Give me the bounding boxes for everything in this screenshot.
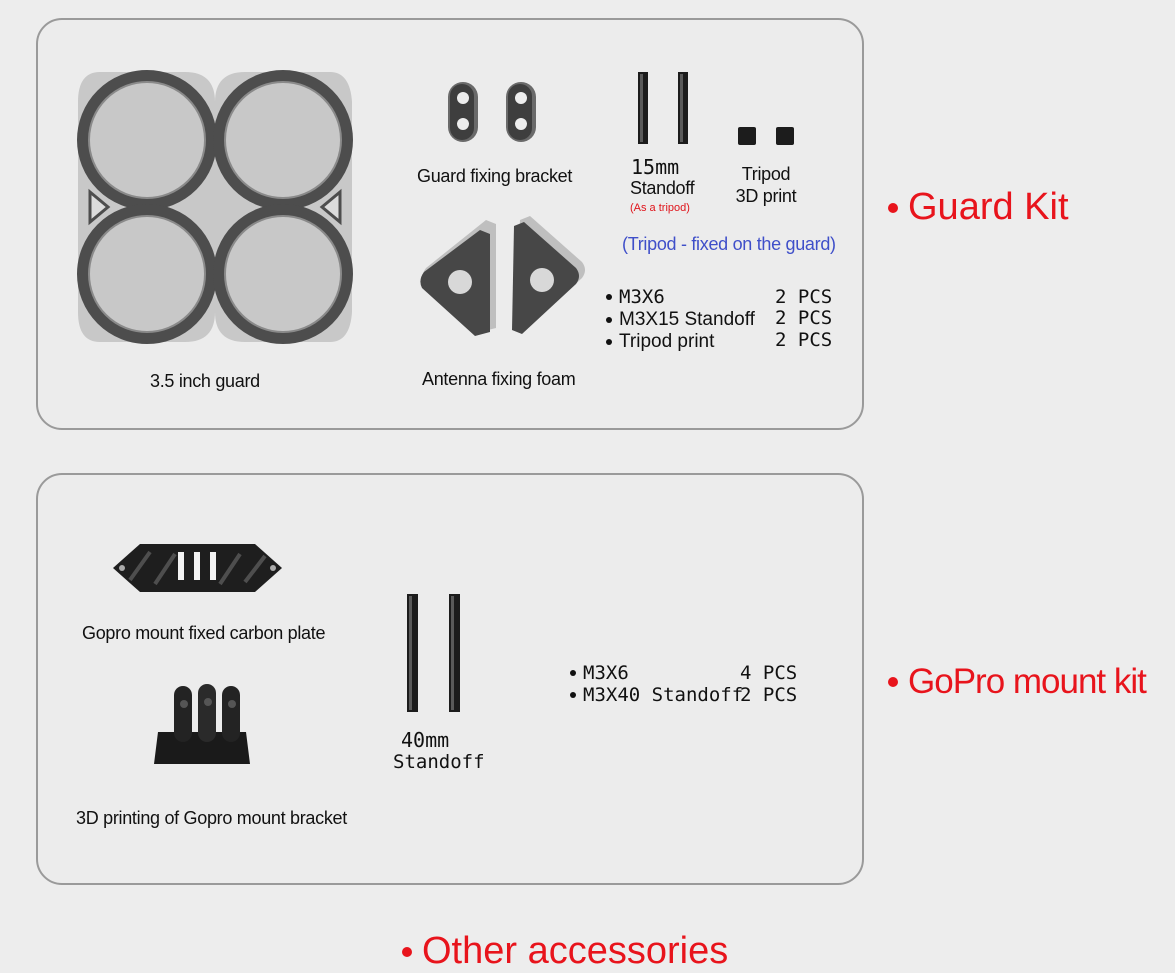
guard-spec-row: M3X6 xyxy=(606,286,665,308)
gopro-spec-name: M3X40 Standoff xyxy=(583,684,744,706)
guard-spec-name: M3X15 Standoff xyxy=(619,309,755,330)
gopro-kit-title-text: GoPro mount kit xyxy=(908,662,1147,701)
guard-spec-qty: 2 PCS xyxy=(775,286,833,308)
other-accessories-title-text: Other accessories xyxy=(422,930,729,972)
guard-spec-row: Tripod print xyxy=(606,331,714,353)
other-accessories-title: Other accessories xyxy=(402,930,728,973)
bracket-image xyxy=(448,82,536,142)
gopro-spec-qty: 2 PCS xyxy=(740,684,798,706)
guard-spec-name: M3X6 xyxy=(619,286,665,308)
bullet-icon xyxy=(606,339,612,345)
bullet-icon xyxy=(888,202,898,213)
tripod-line2: 3D print xyxy=(735,186,797,206)
bullet-icon xyxy=(570,692,576,698)
bullet-icon xyxy=(888,677,898,687)
gopro-bracket-caption: 3D printing of Gopro mount bracket xyxy=(76,808,347,828)
bullet-icon xyxy=(570,670,576,676)
bullet-icon xyxy=(606,294,612,300)
gopro-spec-row: M3X40 Standoff xyxy=(570,684,743,706)
guard-caption: 3.5 inch guard xyxy=(150,371,260,391)
standoff-40mm-size: 40mm xyxy=(401,728,450,752)
tripod-image xyxy=(738,127,794,145)
guard-kit-title-text: Guard Kit xyxy=(908,186,1069,228)
bullet-icon xyxy=(402,946,412,957)
bracket-caption: Guard fixing bracket xyxy=(417,166,573,186)
standoff-15mm-label: Standoff xyxy=(630,178,695,198)
gopro-spec-name: M3X6 xyxy=(583,662,629,684)
gopro-spec-row: M3X6 xyxy=(570,662,629,684)
gopro-kit-title: GoPro mount kit xyxy=(888,662,1147,702)
guard-spec-name: Tripod print xyxy=(619,331,715,352)
carbon-plate-caption: Gopro mount fixed carbon plate xyxy=(82,623,326,643)
tripod-line1: Tripod xyxy=(741,164,791,184)
guard-spec-qty: 2 PCS xyxy=(775,329,833,351)
guard-spec-qty: 2 PCS xyxy=(775,307,833,329)
standoff-15mm-image xyxy=(638,72,688,144)
gopro-spec-qty: 4 PCS xyxy=(740,662,798,684)
guard-spec-row: M3X15 Standoff xyxy=(606,309,755,331)
tripod-note: (Tripod - fixed on the guard) xyxy=(622,234,836,254)
carbon-plate-image xyxy=(113,544,282,592)
foam-image xyxy=(420,216,585,336)
bullet-icon xyxy=(606,317,612,323)
foam-caption: Antenna fixing foam xyxy=(422,369,576,389)
standoff-40mm-label: Standoff xyxy=(393,751,485,773)
standoff-40mm-image xyxy=(407,594,460,712)
guard-kit-title: Guard Kit xyxy=(888,186,1069,229)
standoff-15mm-size: 15mm xyxy=(631,155,680,179)
guard-image xyxy=(77,70,353,344)
standoff-15mm-note: (As a tripod) xyxy=(630,202,690,214)
gopro-bracket-image xyxy=(154,684,250,764)
